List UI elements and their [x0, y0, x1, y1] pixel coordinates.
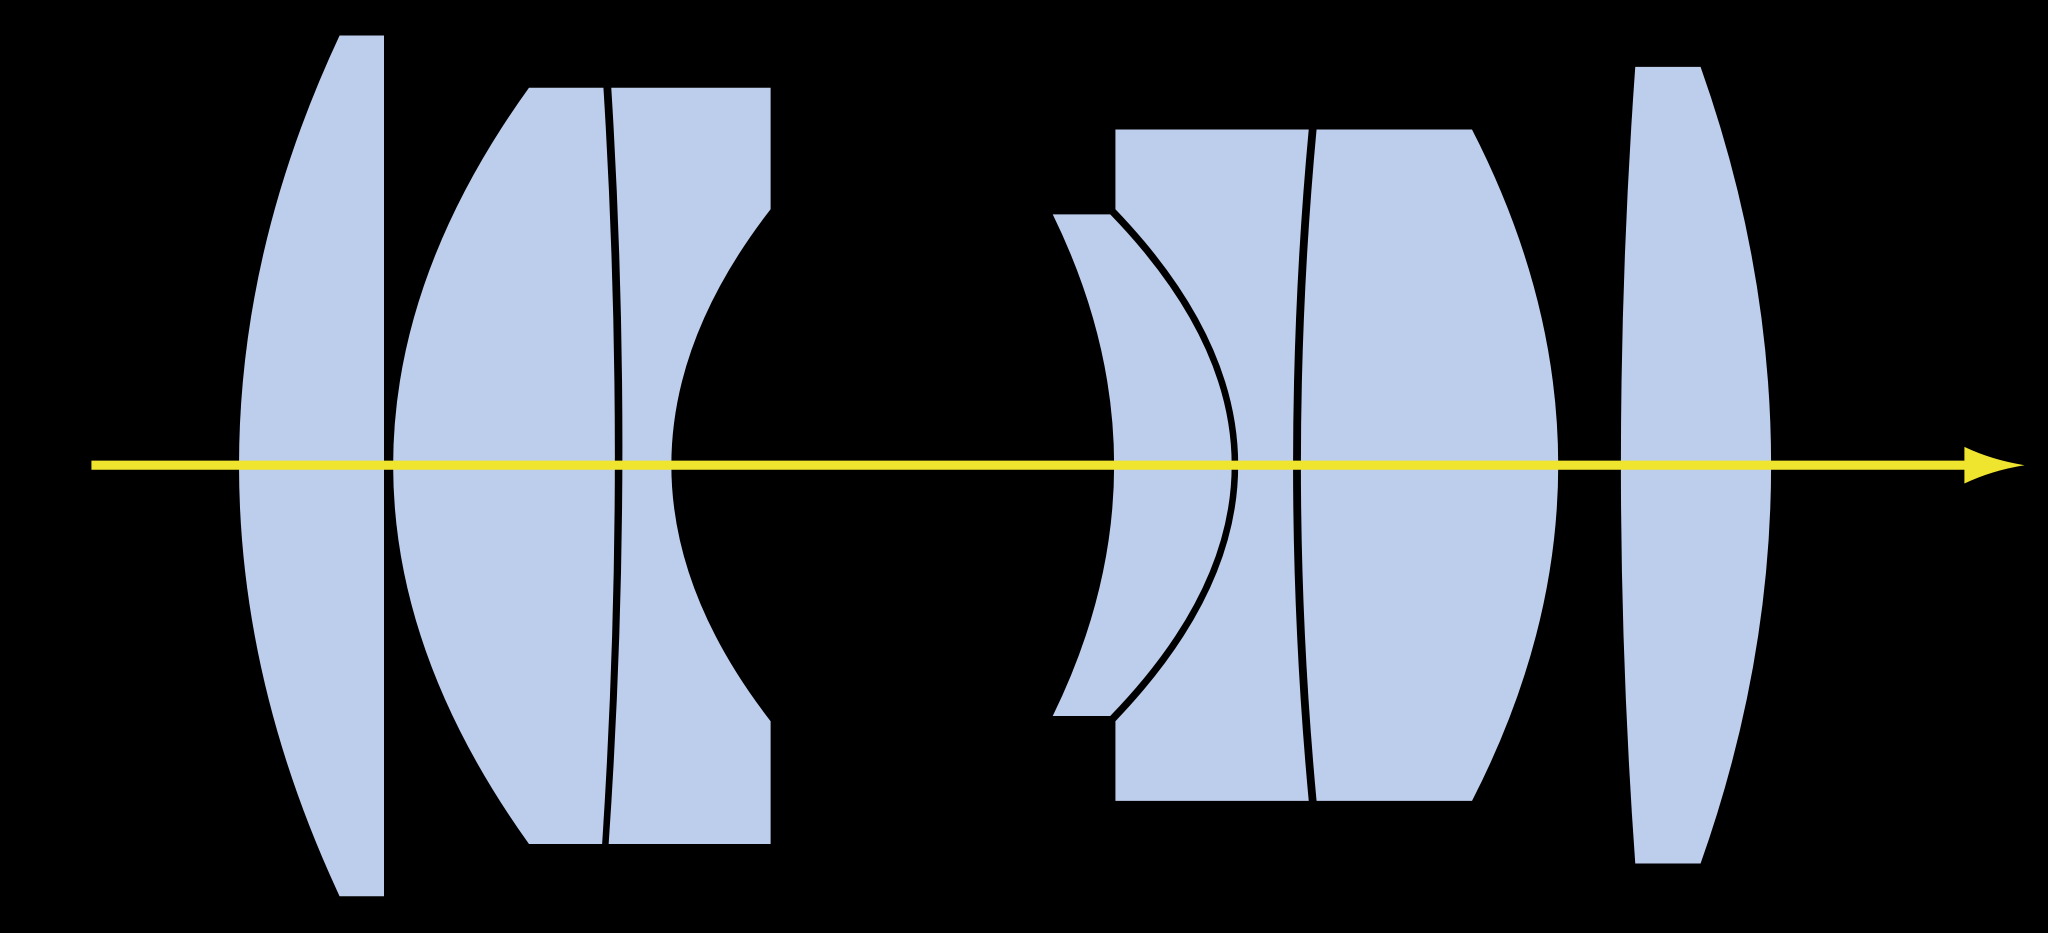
lens-4a: [1115, 129, 1309, 801]
optical-axis-arrowhead: [1964, 446, 2025, 484]
lens-2b: [608, 87, 771, 844]
